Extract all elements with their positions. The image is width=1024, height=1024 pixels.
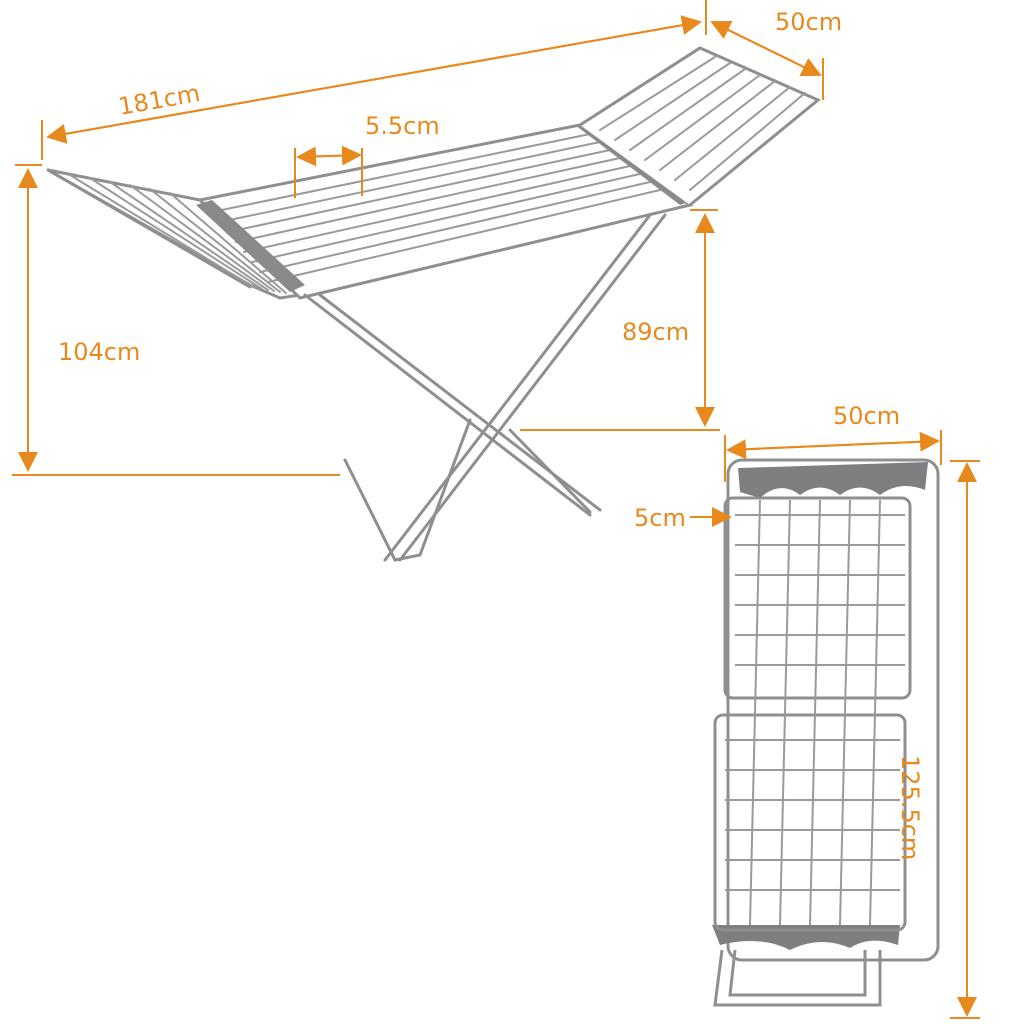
rod-spacing-label: 5.5cm [365, 112, 440, 140]
total-height-label: 104cm [58, 338, 141, 366]
folded-rack [712, 458, 940, 1007]
folded-height-label: 125.5cm [896, 755, 924, 861]
folded-depth-label: 5cm [634, 504, 686, 532]
dimension-lines [12, 0, 980, 1019]
wing-width-label: 50cm [775, 8, 843, 36]
unfolded-rack [46, 46, 821, 562]
folded-width-label: 50cm [833, 402, 901, 430]
rack-height-label: 89cm [622, 318, 690, 346]
